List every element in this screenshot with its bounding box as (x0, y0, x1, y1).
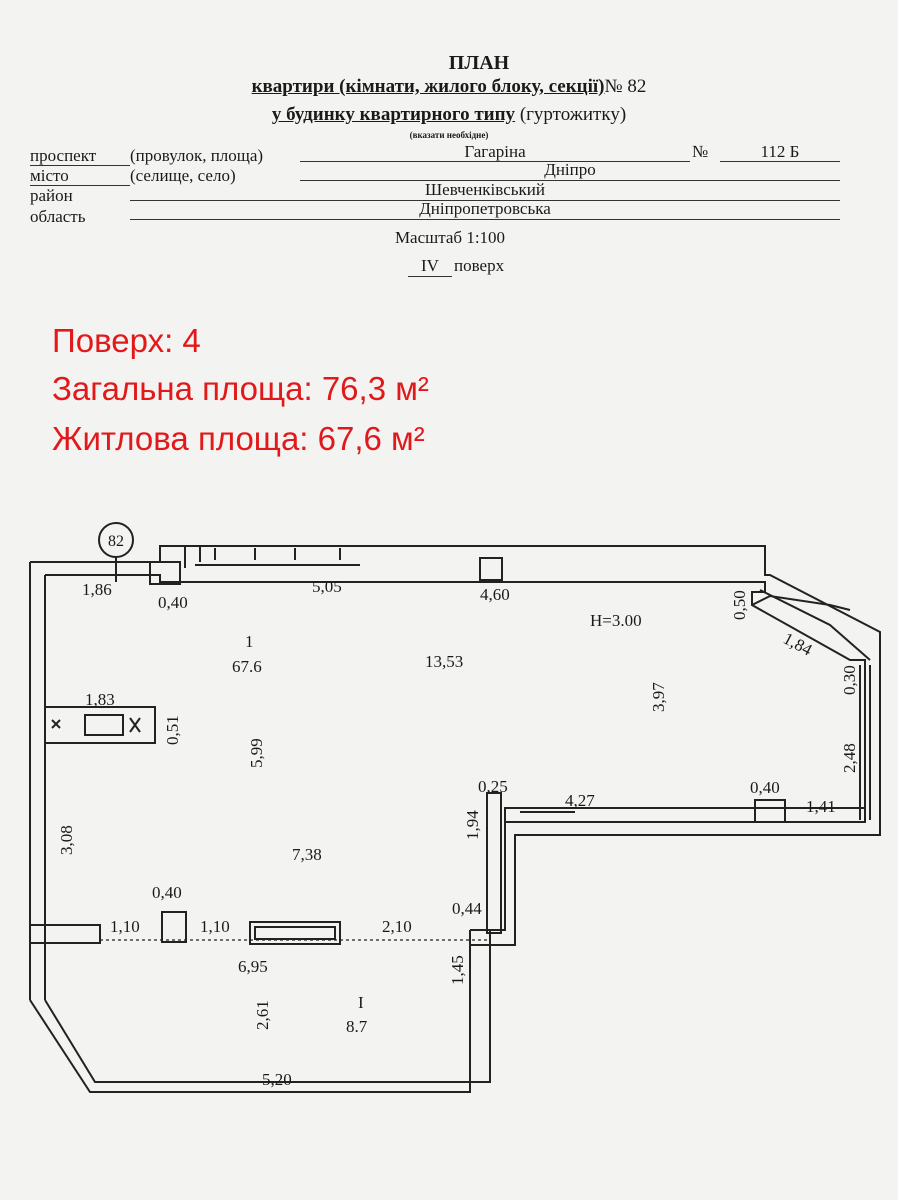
street-value: Гагаріна (464, 142, 526, 161)
dim-1-84: 1,84 (780, 629, 816, 660)
dim-0-25: 0,25 (478, 777, 508, 796)
district-underline (130, 200, 840, 201)
room-1-area: 67.6 (232, 657, 262, 676)
house-number-label: № (692, 142, 709, 161)
city-alt-label: (селище, село) (130, 166, 236, 185)
floor-underline (408, 276, 452, 277)
dim-4-27: 4,27 (565, 791, 595, 810)
street-alt-label: (провулок, площа) (130, 146, 264, 165)
scale-label: Масштаб 1:100 (394, 228, 506, 247)
document-subtitle-2: у будинку квартирного типу (гуртожитку) (0, 104, 898, 126)
dim-2-61: 2,61 (253, 1000, 272, 1030)
district-value: Шевченківський (425, 180, 545, 199)
dim-1-10-b: 1,10 (200, 917, 230, 936)
room-2-number: I (358, 993, 364, 1012)
street-label: проспект (30, 146, 97, 165)
dim-2-10: 2,10 (382, 917, 412, 936)
building-type-alt: (гуртожитку) (515, 104, 627, 125)
apartment-tag: 82 (108, 533, 124, 550)
room-2-area: 8.7 (346, 1017, 368, 1036)
dim-1-41: 1,41 (806, 797, 836, 816)
dim-2-48: 2,48 (840, 743, 859, 773)
city-label: місто (30, 166, 69, 185)
region-underline (130, 219, 840, 220)
dim-1-45: 1,45 (448, 955, 467, 985)
dim-0-44: 0,44 (452, 899, 482, 918)
document-subtitle-1: квартири (кімнати, жилого блоку, секції)… (0, 76, 898, 98)
apartment-type-label: квартири (кімнати, жилого блоку, секції) (251, 76, 605, 97)
dim-0-40-a: 0,40 (158, 593, 188, 612)
dim-13-53: 13,53 (425, 652, 463, 671)
city-value: Дніпро (544, 160, 596, 179)
floor-roman: IV (421, 256, 439, 275)
overlay-living-area: Житлова площа: 67,6 м² (52, 420, 425, 457)
dim-0-50: 0,50 (730, 590, 749, 620)
dim-0-30: 0,30 (840, 665, 859, 695)
dim-7-38: 7,38 (292, 845, 322, 864)
city-label-underline (30, 185, 130, 186)
dim-0-40-c: 0,40 (152, 883, 182, 902)
building-type-label: у будинку квартирного типу (271, 104, 516, 125)
city-underline (300, 180, 840, 181)
dim-1-83: 1,83 (85, 690, 115, 709)
district-label: район (30, 186, 73, 205)
apartment-number: № 82 (604, 76, 647, 97)
document-note: (вказати необхідне) (409, 130, 489, 140)
house-number-underline (720, 161, 840, 162)
overlay-floor: Поверх: 4 (52, 322, 201, 359)
dim-0-51: 0,51 (163, 715, 182, 745)
document-title: ПЛАН (448, 52, 510, 74)
dim-1-94: 1,94 (463, 810, 482, 840)
dim-3-08: 3,08 (57, 825, 76, 855)
dimension-labels: 82 1,86 0,40 5,05 4,60 H=3.00 0,50 1,84 … (57, 533, 859, 1089)
region-label: область (30, 207, 86, 226)
floor-word: поверх (454, 256, 505, 275)
dim-1-10-a: 1,10 (110, 917, 140, 936)
room-1-number: 1 (245, 632, 254, 651)
dim-5-20: 5,20 (262, 1070, 292, 1089)
street-underline (300, 161, 690, 162)
dim-5-99: 5,99 (247, 738, 266, 768)
region-value: Дніпропетровська (419, 199, 551, 218)
house-number-value: 112 Б (760, 142, 800, 161)
wall-lines (29, 522, 881, 1093)
ceiling-height: H=3.00 (590, 611, 642, 630)
dim-5-05: 5,05 (312, 577, 342, 596)
overlay-total-area: Загальна площа: 76,3 м² (52, 370, 429, 407)
dim-4-60: 4,60 (480, 585, 510, 604)
dim-1-86: 1,86 (82, 580, 112, 599)
street-label-underline (30, 165, 130, 166)
dim-6-95: 6,95 (238, 957, 268, 976)
dim-0-40-b: 0,40 (750, 778, 780, 797)
dim-3-97: 3,97 (649, 682, 668, 712)
